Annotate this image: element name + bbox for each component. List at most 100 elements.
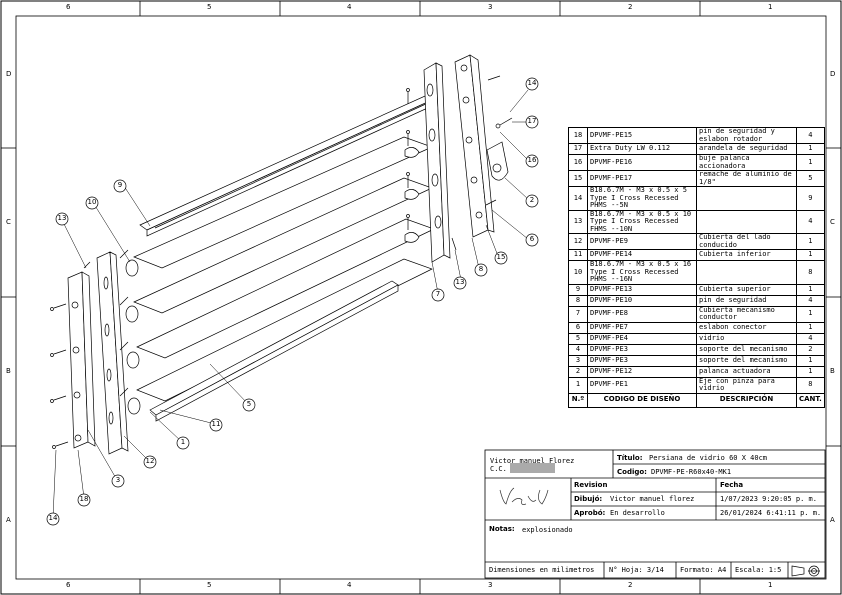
bom-cell-number: 8	[568, 294, 588, 307]
bom-header-qty: CANT.	[796, 392, 825, 408]
bom-cell-quantity: 2	[796, 343, 825, 356]
bom-cell-quantity: 9	[796, 186, 825, 211]
fecha-label: Fecha	[720, 481, 744, 489]
bom-cell-description: soporte del mecanismo	[696, 343, 797, 356]
titulo-label: Título:	[617, 454, 643, 462]
bom-cell-code: DPVMF-PE4	[587, 332, 697, 345]
bom-cell-number: 12	[568, 233, 588, 250]
bom-cell-code: DPVMF-PE14	[587, 249, 697, 261]
bom-cell-code: B18.6.7M - M3 x 0.5 x 10 Type I Cross Re…	[587, 209, 697, 234]
bom-cell-description	[696, 186, 797, 211]
bom-cell-number: 16	[568, 154, 588, 171]
bom-cell-number: 14	[568, 186, 588, 211]
bom-cell-quantity: 1	[796, 154, 825, 171]
zone-col-1: 1	[768, 3, 773, 11]
balloon-label: 1	[180, 438, 186, 446]
zone-col-3: 3	[488, 3, 493, 11]
zone-col-4: 4	[347, 3, 352, 11]
zone-row-d-right: D	[830, 70, 836, 78]
bom-cell-code: B18.6.7M - M3 x 0.5 x 5 Type I Cross Rec…	[587, 186, 697, 211]
bom-cell-number: 5	[568, 332, 588, 345]
balloon-label: 13	[57, 214, 67, 222]
balloon-label: 2	[529, 196, 535, 204]
balloon-label: 3	[115, 476, 121, 484]
dibujo-label: Dibujó:	[574, 495, 603, 503]
bom-cell-description: buje palanca accionadora	[696, 154, 797, 171]
balloon-label: 18	[79, 495, 89, 503]
balloons	[46, 77, 539, 526]
sheet-number: N° Hoja: 3/14	[609, 566, 664, 574]
zone-row-d: D	[6, 70, 12, 78]
bom-cell-code: DPVMF-PE13	[587, 283, 697, 296]
redacted-id	[510, 463, 555, 473]
bom-cell-code: B18.6.7M - M3 x 0.5 x 16 Type I Cross Re…	[587, 260, 697, 285]
bom-cell-number: 18	[568, 127, 588, 144]
paper-format: Formato: A4	[680, 566, 727, 574]
balloon-label: 16	[527, 156, 537, 164]
bom-cell-quantity: 8	[796, 376, 825, 394]
zone-row-a-right: A	[830, 516, 835, 524]
titulo-value: Persiana de vidrio 60 X 40cm	[649, 454, 768, 462]
bom-cell-description: soporte del mecanismo	[696, 354, 797, 367]
bom-cell-number: 3	[568, 354, 588, 367]
dimensions-note: Dimensiones en milimetros	[489, 566, 595, 574]
zone-row-b-right: B	[830, 367, 835, 375]
bom-cell-description: Cubierta inferior	[696, 249, 797, 261]
bom-cell-number: 17	[568, 143, 588, 155]
bom-cell-description: eslabon conector	[696, 321, 797, 334]
balloon-label: 11	[211, 420, 221, 428]
balloon-label: 10	[87, 198, 97, 206]
zone-col-1-bottom: 1	[768, 581, 773, 589]
bom-cell-quantity: 4	[796, 294, 825, 307]
balloon-label: 15	[496, 253, 506, 261]
bom-cell-quantity: 1	[796, 283, 825, 296]
bom-cell-number: 13	[568, 209, 588, 234]
glass-panel	[136, 258, 433, 402]
notas-label: Notas:	[489, 525, 515, 533]
bom-cell-code: DPVMF-PE8	[587, 305, 697, 323]
bom-cell-code: DPVMF-PE15	[587, 127, 697, 144]
zone-row-c-right: C	[830, 218, 835, 226]
aprobo-value: En desarrollo	[610, 509, 665, 517]
zone-col-6-bottom: 6	[66, 581, 71, 589]
bom-cell-code: DPVMF-PE3	[587, 354, 697, 367]
bom-cell-quantity: 1	[796, 233, 825, 250]
bom-header-n: N.º	[568, 392, 588, 408]
bom-cell-description	[696, 209, 797, 234]
bom-cell-quantity: 4	[796, 127, 825, 144]
bom-cell-description: Eje con pinza para vidrio	[696, 376, 797, 394]
balloon-label: 5	[246, 400, 252, 408]
bom-cell-number: 4	[568, 343, 588, 356]
bom-cell-quantity: 5	[796, 170, 825, 187]
projection-symbol-icon	[791, 565, 820, 577]
balloon-label: 12	[145, 457, 155, 465]
balloon-label: 9	[117, 181, 123, 189]
aprobo-label: Aprobó:	[574, 509, 606, 517]
title-block-frame	[484, 449, 826, 579]
bom-cell-quantity: 4	[796, 209, 825, 234]
zone-col-2-bottom: 2	[628, 581, 633, 589]
balloon-label: 6	[529, 235, 535, 243]
bom-cell-code: Extra Duty LW 0.112	[587, 143, 697, 155]
drawing-scale: Escala: 1:5	[735, 566, 782, 574]
bom-cell-number: 10	[568, 260, 588, 285]
bom-cell-quantity: 1	[796, 249, 825, 261]
zone-col-2: 2	[628, 3, 633, 11]
bom-header-code: CODIGO DE DISEÑO	[587, 392, 697, 408]
balloon-label: 14	[48, 514, 58, 522]
zone-col-5-bottom: 5	[207, 581, 212, 589]
bom-header-desc: DESCRIPCIÓN	[696, 392, 797, 408]
bom-cell-description: arandela de seguridad	[696, 143, 797, 155]
bom-cell-quantity: 8	[796, 260, 825, 285]
